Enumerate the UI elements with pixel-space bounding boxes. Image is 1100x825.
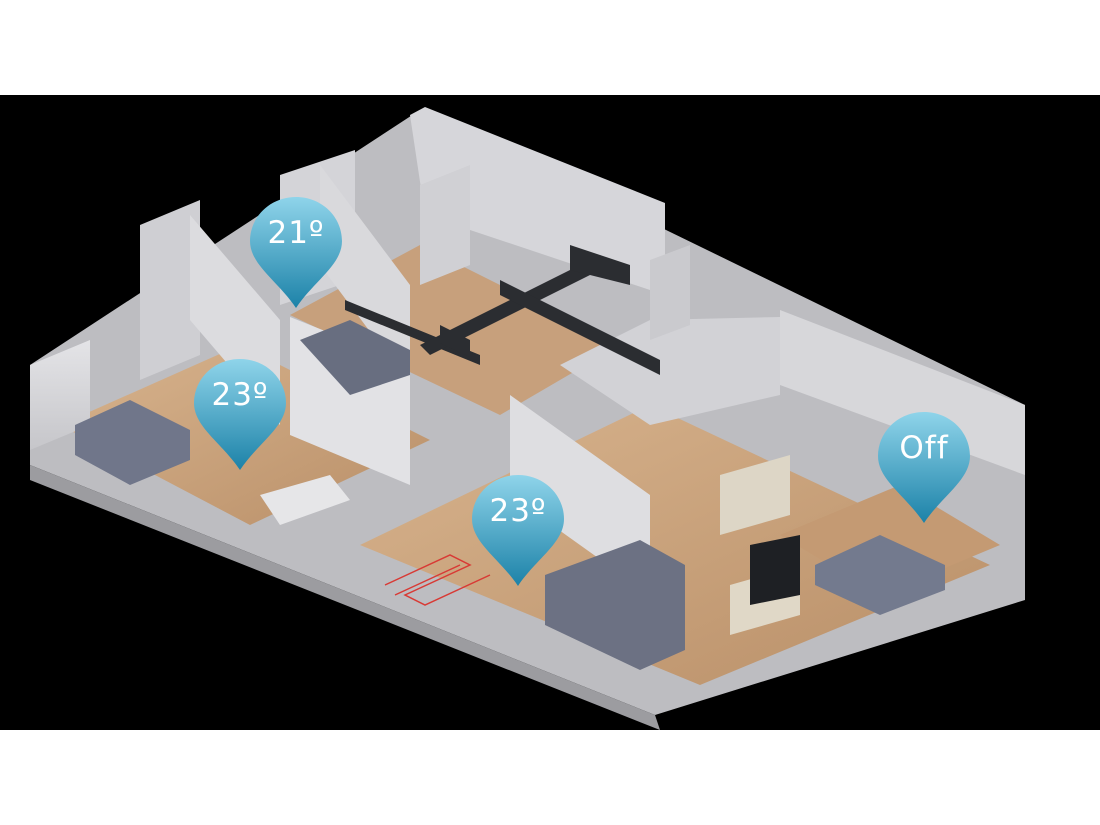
- map-pin-icon: [194, 359, 286, 470]
- map-pin-icon: [250, 197, 342, 308]
- zone-temperature-label: 23º: [211, 377, 269, 413]
- map-pin-icon: [878, 412, 970, 523]
- hvac-ducts: [345, 245, 660, 375]
- zone-status-label: Off: [899, 430, 949, 466]
- zone-temperature-label: 23º: [489, 493, 547, 529]
- zone-pin-bedroom-east[interactable]: Off: [874, 410, 974, 525]
- zone-pin-bedroom-west[interactable]: 23º: [190, 357, 290, 472]
- underfloor-heating: [384, 554, 491, 606]
- map-pin-icon: [472, 475, 564, 586]
- zone-pin-bedroom-north[interactable]: 21º: [246, 195, 346, 310]
- zone-pin-living-room[interactable]: 23º: [468, 473, 568, 588]
- furniture: [75, 165, 945, 670]
- floorplan-viewport: 21º 23º 23º: [0, 95, 1100, 730]
- zone-temperature-label: 21º: [267, 215, 325, 251]
